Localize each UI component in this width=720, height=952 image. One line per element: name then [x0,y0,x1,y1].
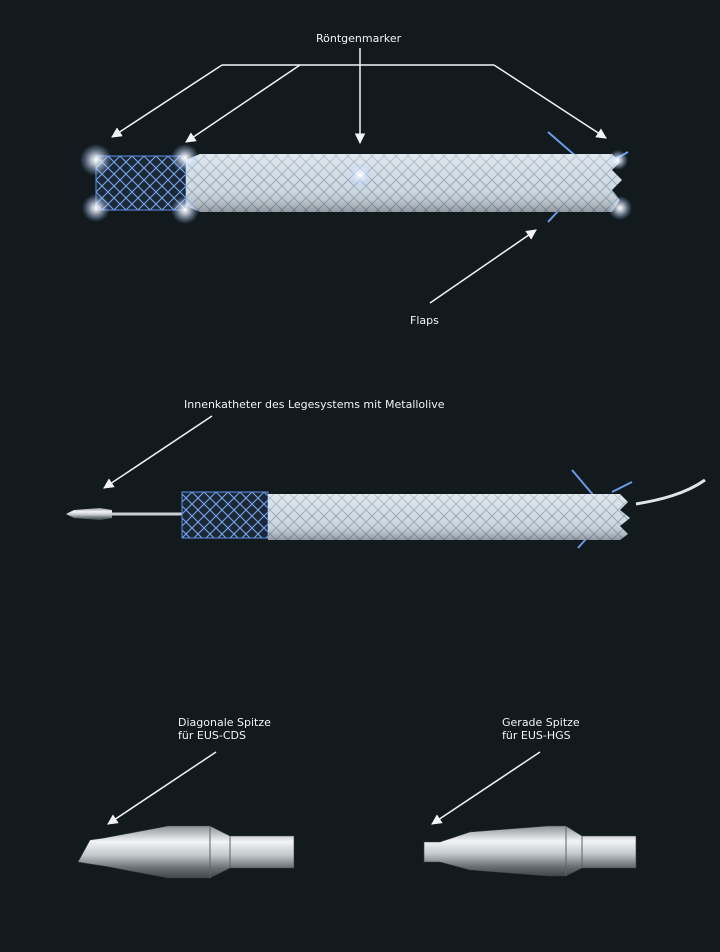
straight-tip-arrow [431,751,541,825]
straight-tip-label-line2: für EUS-HGS [502,729,571,742]
stent-top [80,131,632,224]
metal-olive [66,508,112,520]
flaps-label: Flaps [410,314,439,327]
diagonal-tip-label-line2: für EUS-CDS [178,729,246,742]
diagonal-tip-label-line1: Diagonale Spitze [178,716,271,729]
marker-glow [171,196,199,224]
diagonal-tip-label: Diagonale Spitze für EUS-CDS [178,716,271,742]
marker-glow [80,144,112,176]
straight-tip [423,825,637,877]
marker-glow [608,150,628,170]
roentgenmarker-label: Röntgenmarker [316,32,402,45]
straight-tip-label: Gerade Spitze für EUS-HGS [502,716,580,742]
diagonal-tip [77,825,295,879]
marker-glow [608,196,632,220]
innenkatheter-arrow [103,415,213,489]
flaps-arrow [429,229,537,304]
marker-glow [82,194,110,222]
roentgenmarker-arrows [111,48,607,145]
innenkatheter-label: Innenkatheter des Legesystems mit Metall… [184,398,445,411]
catheter-tail [635,478,706,506]
marker-glow [171,144,199,172]
marker-glow [348,163,372,187]
straight-tip-label-line1: Gerade Spitze [502,716,580,729]
stent-with-delivery-system [66,469,706,549]
diagonal-tip-arrow [107,751,217,825]
